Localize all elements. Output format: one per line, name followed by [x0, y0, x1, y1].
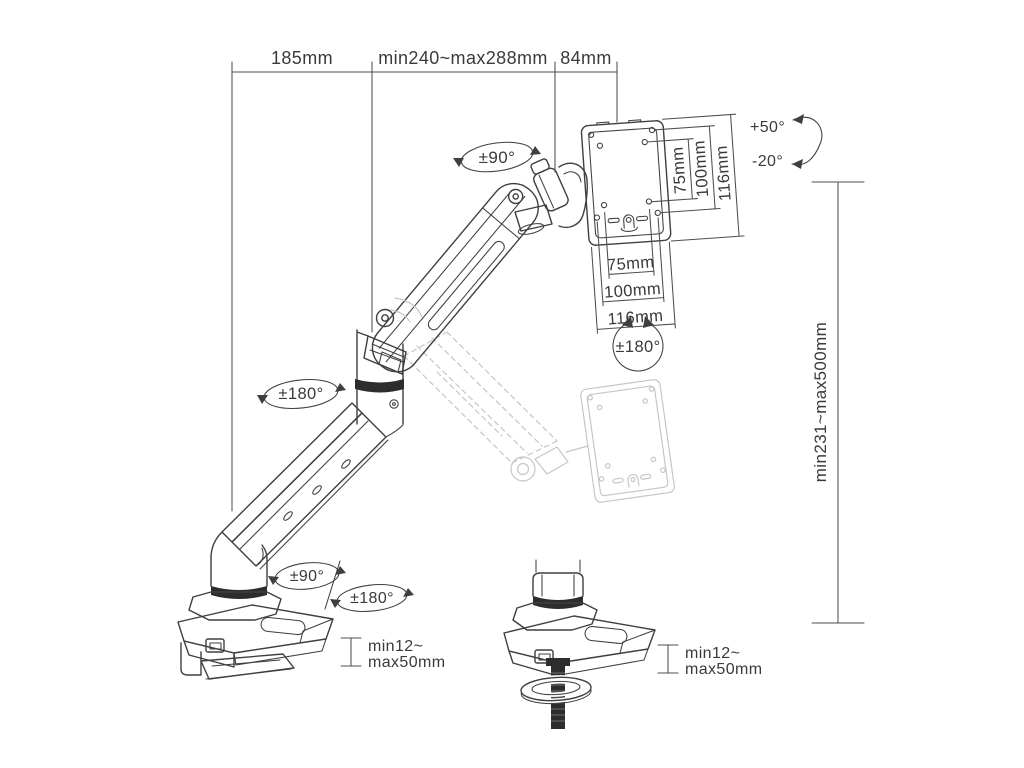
usb-port — [205, 638, 225, 653]
usb-port — [534, 649, 554, 664]
vesa-side-dimensions: 75mm 100mm 116mm — [647, 113, 745, 242]
vesa-side-116-label: 116mm — [713, 145, 735, 202]
lower-arm — [210, 402, 404, 570]
monitor-head — [514, 158, 588, 235]
vesa-side-75-label: 75mm — [669, 146, 690, 195]
dim-arm-reach-label: 185mm — [271, 48, 333, 68]
vesa-bottom-dimensions: 75mm 100mm 116mm — [590, 208, 676, 334]
clamp-max-label: max50mm — [368, 654, 445, 671]
vesa-plate: 75mm 100mm 116mm 75mm 100mm 116mm — [580, 113, 745, 334]
vesa-side-100-label: 100mm — [690, 140, 712, 198]
ghost-vesa-plate — [580, 379, 675, 503]
arm-rotation-annotation: ±180° — [257, 379, 346, 409]
dim-height-range-label: min231~max500mm — [811, 322, 830, 483]
top-dimension: 185mm min240~max288mm 84mm — [231, 48, 618, 512]
plate-rotation-annotation: ±180° — [612, 316, 664, 372]
tilt-arc-arrow — [791, 116, 823, 166]
clamp-min-label: min12~ — [368, 638, 423, 655]
elbow-joint — [355, 297, 423, 425]
grommet-base — [503, 559, 656, 677]
grommet-max-label: max50mm — [685, 661, 762, 678]
grommet-min-label: min12~ — [685, 645, 740, 662]
dim-head-offset-label: 84mm — [560, 48, 612, 68]
base-rotation-label: ±180° — [350, 590, 394, 607]
vesa-bottom-100-label: 100mm — [604, 280, 662, 302]
plate-rotation-label: ±180° — [615, 338, 660, 356]
monitor-swivel-label: ±90° — [479, 148, 516, 167]
tilt-down-label: -20° — [752, 153, 783, 170]
annotation-divider-slash — [324, 560, 341, 610]
monitor-swivel-annotation: ±90° — [453, 141, 541, 173]
dim-extension-range-label: min240~max288mm — [378, 48, 548, 68]
base-swivel-label: ±90° — [290, 568, 325, 585]
clamp-thickness-label: min12~ max50mm — [340, 637, 445, 671]
upper-arm — [371, 182, 539, 373]
arm-rotation-label: ±180° — [278, 385, 323, 403]
desk-clamp-base — [177, 604, 334, 680]
base-rotation-annotations: ±90° ±180° — [268, 560, 414, 612]
ghost-arm — [403, 331, 589, 482]
tilt-up-label: +50° — [750, 119, 785, 136]
tilt-annotation: +50° -20° — [750, 114, 823, 170]
grommet-washer — [518, 675, 594, 705]
vesa-bottom-75-label: 75mm — [606, 253, 655, 274]
grommet-thickness-label: min12~ max50mm — [657, 644, 762, 678]
height-dimension: min231~max500mm — [811, 181, 865, 624]
base-column — [188, 544, 282, 621]
